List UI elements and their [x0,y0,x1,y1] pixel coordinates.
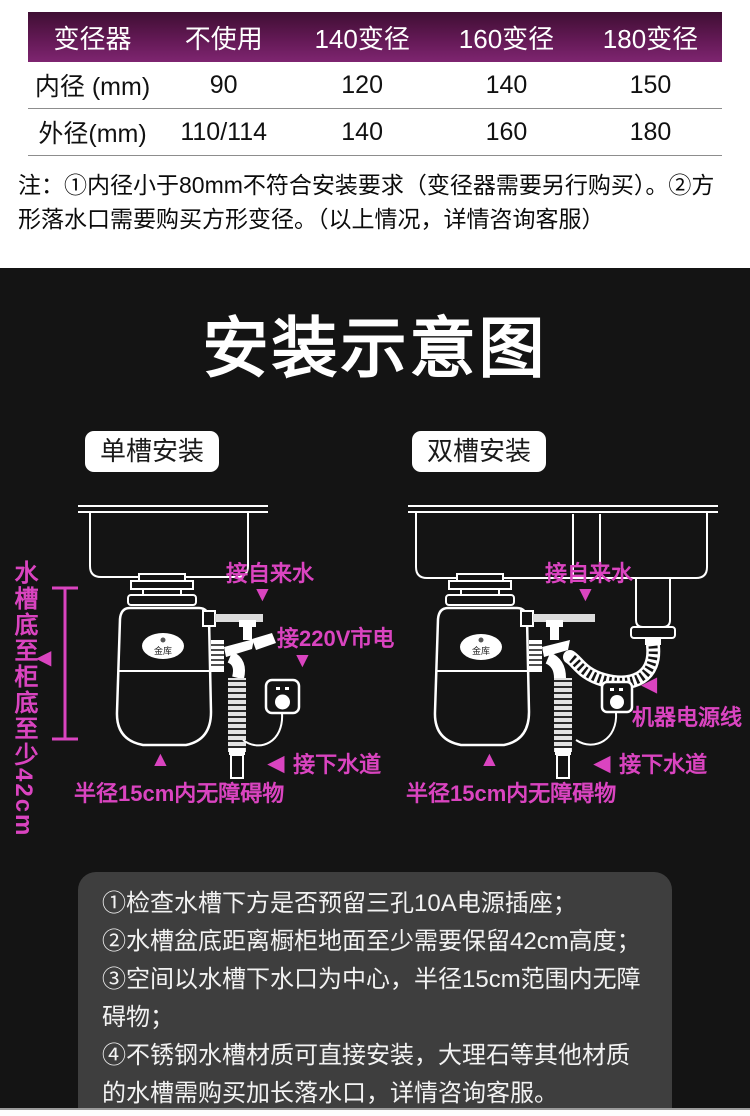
section-divider [0,1108,750,1116]
table-header-cell: 180变径 [602,23,699,54]
double-sink-chip: 双槽安装 [412,431,547,472]
sink-basin [89,512,249,578]
table-cell: 140 [341,117,383,146]
table-header-cell: 变径器 [53,23,132,54]
label-height-requirement: 水槽底至柜底至少42cm [10,560,37,838]
arrow-left-icon: ◀ [641,673,658,696]
water-inlet-pipe [215,614,263,622]
arrow-up-icon: ▲ [150,748,171,771]
row-label: 内径 (mm) [34,73,151,101]
disposer-body [433,606,531,747]
drain-pipe [230,754,244,779]
install-note: ②水槽盆底距离橱柜地面至少需要保留42cm高度； [102,928,641,955]
label-text: 接下水道 [293,752,382,777]
arrow-down-icon: ▼ [292,649,313,672]
install-note: ③空间以水槽下水口为中心，半径15cm范围内无障碍物； [102,966,641,1031]
disposer-body [115,606,213,747]
adapter-table: 变径器 不使用 140变径 160变径 180变径 内径 (mm) 90 120… [28,12,722,156]
water-inlet-pipe [533,614,595,622]
label-clearance-single: 半径15cm内无障碍物 [74,781,285,806]
single-sink-chip: 单槽安装 [85,431,220,472]
second-basin-strainer [635,578,671,620]
power-outlet [600,680,634,714]
table-header-cell: 不使用 [184,23,263,54]
sink-flange [127,573,197,606]
install-note: ①检查水槽下方是否预留三孔10A电源插座； [102,890,577,917]
brand-logo-text: 金库 [472,645,490,656]
row-label: 外径(mm) [38,120,147,148]
install-note: ④不锈钢水槽材质可直接安装，大理石等其他材质的水槽需购买加长落水口，详情咨询客服… [102,1042,630,1107]
adapter-table-header: 变径器 不使用 140变径 160变径 180变径 [28,12,722,62]
inlet-connector [202,610,216,627]
table-cell: 180 [629,117,672,146]
table-cell: 140 [485,70,528,99]
power-cable [575,711,618,746]
table-cell: 150 [629,70,672,99]
single-sink-diagram: 金库 [52,505,301,779]
label-drain-single: ◀ 接下水道 [268,747,381,779]
drain-trap [529,620,570,679]
label-power-220v: 接220V市电 [277,626,395,651]
arrow-left-icon: ◀ [36,647,52,669]
drain-pipe-corrugated [228,678,246,752]
drain-pipe-corrugated [554,678,572,752]
label-text: 接下水道 [619,752,708,777]
arrow-up-icon: ▲ [479,748,500,771]
double-sink-basin [415,512,708,579]
height-measure-line [52,586,78,741]
drain-pipe [556,754,570,779]
power-outlet [264,678,301,715]
table-header-cell: 140变径 [314,23,410,54]
drain-trap [211,620,276,680]
brand-logo [460,634,502,660]
double-sink-diagram: 金库 [408,505,718,779]
arrow-down-icon: ▼ [575,583,596,606]
table-cell: 160 [485,117,528,146]
install-diagram-section: 安装示意图 单槽安装 双槽安装 [0,268,750,1116]
arrow-left-icon: ◀ [594,751,611,775]
table-header-cell: 160变径 [458,23,555,54]
arrow-down-icon: ▼ [252,583,273,606]
table-cell: 110/114 [180,117,268,146]
sink-flange [445,573,515,606]
label-tap-water-single: 接自来水 [226,561,315,586]
install-notes-box: ①检查水槽下方是否预留三孔10A电源插座； ②水槽盆底距离橱柜地面至少需要保留4… [78,872,672,1116]
table-cell: 90 [209,70,238,99]
table-row: 外径(mm) 110/114 140 160 180 [28,109,722,156]
purchase-note: 注：①内径小于80mm不符合安装要求（变径器需要另行购买）。②方形落水口需要购买… [18,172,715,232]
brand-logo [142,633,184,659]
table-row: 内径 (mm) 90 120 140 150 [28,62,722,109]
label-drain-double: ◀ 接下水道 [594,747,707,779]
brand-logo-text: 金库 [154,645,172,656]
label-tap-water-double: 接自来水 [545,561,634,586]
power-cable [242,712,284,747]
label-machine-power-cord: 机器电源线 [632,705,743,730]
section-title: 安装示意图 [202,311,548,385]
table-cell: 120 [341,70,383,99]
arrow-left-icon: ◀ [268,751,285,775]
label-clearance-double: 半径15cm内无障碍物 [406,781,617,806]
